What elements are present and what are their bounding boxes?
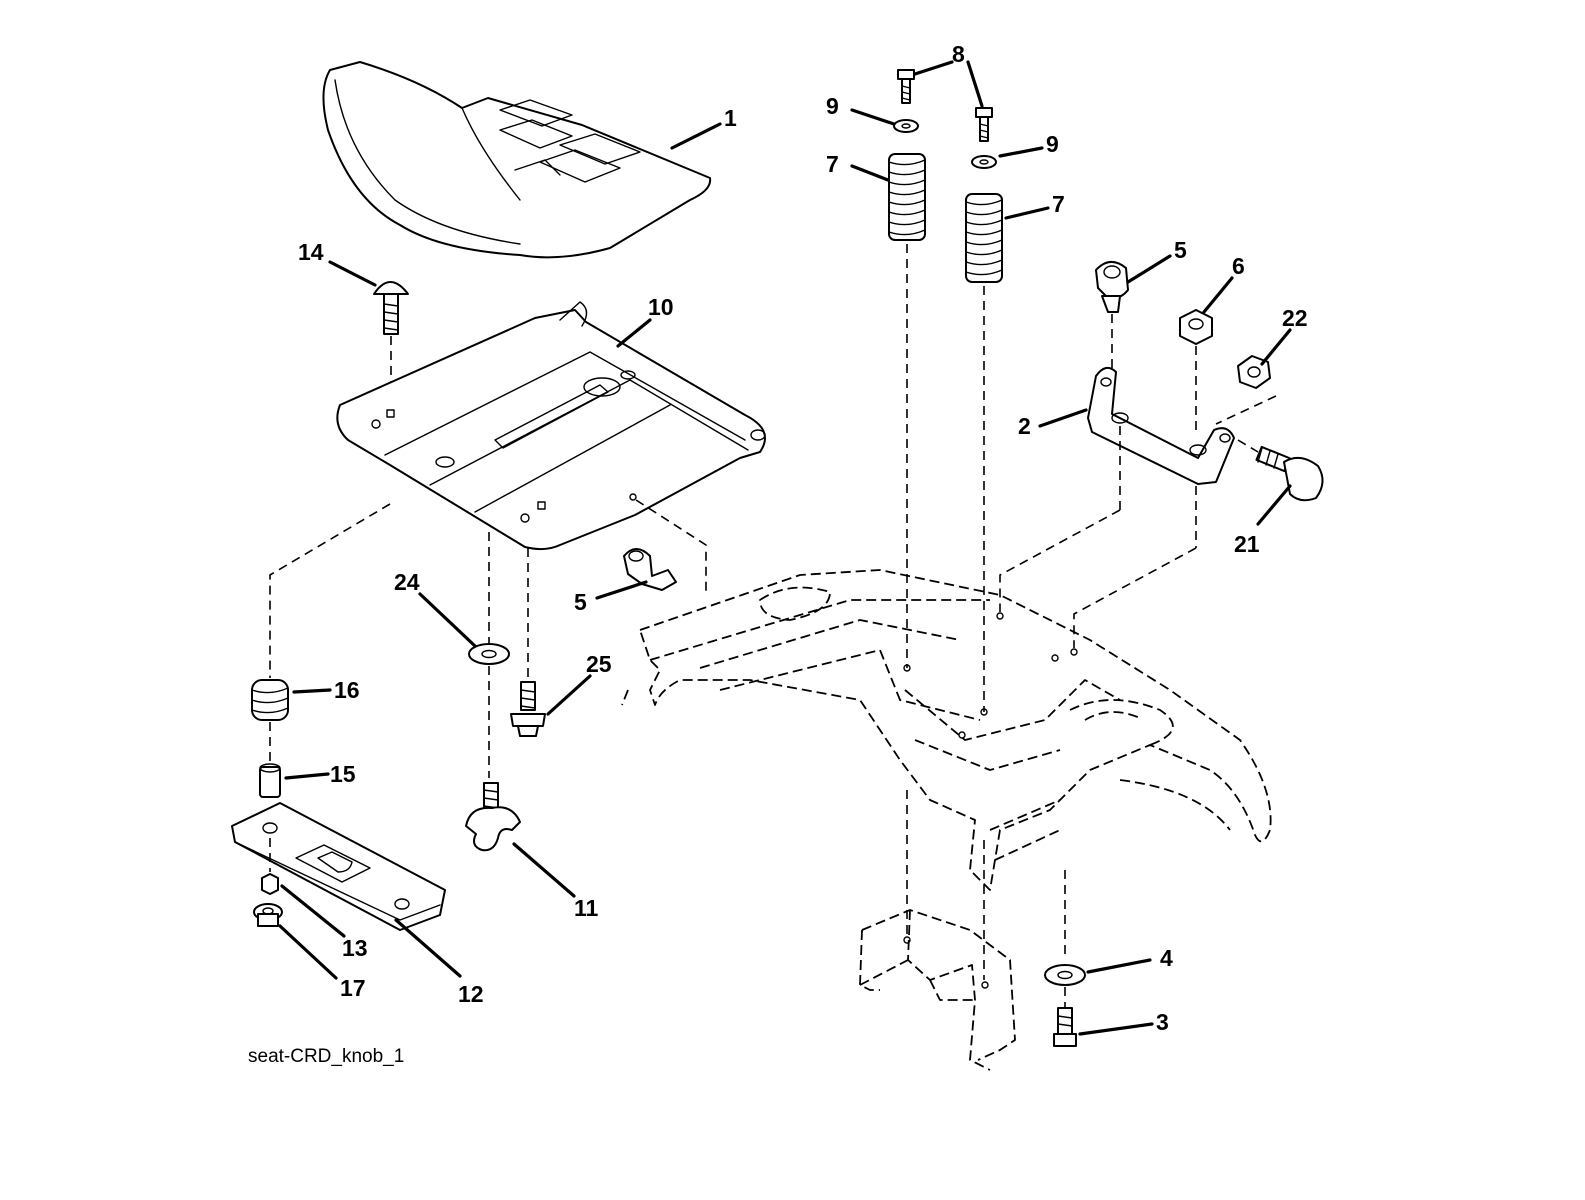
leader-lines <box>278 60 1292 1036</box>
part-nut <box>1179 309 1213 345</box>
callout-10: 10 <box>648 294 674 320</box>
part-washer-left <box>893 119 919 133</box>
part-seat <box>322 61 712 259</box>
callout-9-right: 9 <box>1046 131 1059 157</box>
callout-7-left: 7 <box>826 151 839 177</box>
part-bushing <box>259 763 281 798</box>
callout-25: 25 <box>586 651 612 677</box>
callout-2: 2 <box>1018 413 1031 439</box>
callout-17: 17 <box>340 975 366 1001</box>
callout-8: 8 <box>952 41 965 67</box>
callout-15: 15 <box>330 761 356 787</box>
callout-12: 12 <box>458 981 484 1007</box>
callout-16: 16 <box>334 677 360 703</box>
callout-11: 11 <box>574 895 599 921</box>
part-spring-16 <box>251 679 289 721</box>
part-clip-upper <box>1095 261 1129 313</box>
part-bolt-right <box>975 107 993 142</box>
callout-21: 21 <box>1234 531 1260 557</box>
part-spring-left <box>888 153 926 241</box>
callout-5-upper: 5 <box>1174 237 1187 263</box>
callout-5-lower: 5 <box>574 589 587 615</box>
part-tractor-frame <box>621 569 1272 1071</box>
part-clip-lower <box>623 548 677 591</box>
part-spring-right <box>965 193 1003 283</box>
callout-1: 1 <box>724 105 737 131</box>
callouts: 1 14 10 8 9 9 7 7 5 6 22 2 21 24 5 25 16… <box>298 41 1308 1035</box>
part-washer-24 <box>468 643 510 665</box>
callout-7-right: 7 <box>1052 191 1065 217</box>
part-knob <box>465 782 521 852</box>
callout-9-left: 9 <box>826 93 839 119</box>
callout-14: 14 <box>298 239 324 265</box>
part-carriage-bolt <box>373 281 409 335</box>
part-slide-plate <box>231 802 446 931</box>
part-flange-nut-17 <box>253 903 283 927</box>
part-flange-screw <box>510 681 546 737</box>
callout-24: 24 <box>394 569 420 595</box>
part-bracket <box>1087 366 1235 485</box>
part-shoulder-bolt <box>1255 445 1324 502</box>
part-washer-right <box>971 155 997 169</box>
callout-13: 13 <box>342 935 368 961</box>
part-bolt-3 <box>1053 1007 1077 1047</box>
part-seat-pan <box>336 301 766 551</box>
part-nut-13 <box>261 873 279 895</box>
part-bolt-left <box>897 69 915 104</box>
diagram-caption: seat-CRD_knob_1 <box>248 1046 404 1067</box>
callout-4: 4 <box>1160 945 1173 971</box>
callout-22: 22 <box>1282 305 1308 331</box>
part-washer-4 <box>1044 964 1086 986</box>
callout-3: 3 <box>1156 1009 1169 1035</box>
callout-6: 6 <box>1232 253 1245 279</box>
